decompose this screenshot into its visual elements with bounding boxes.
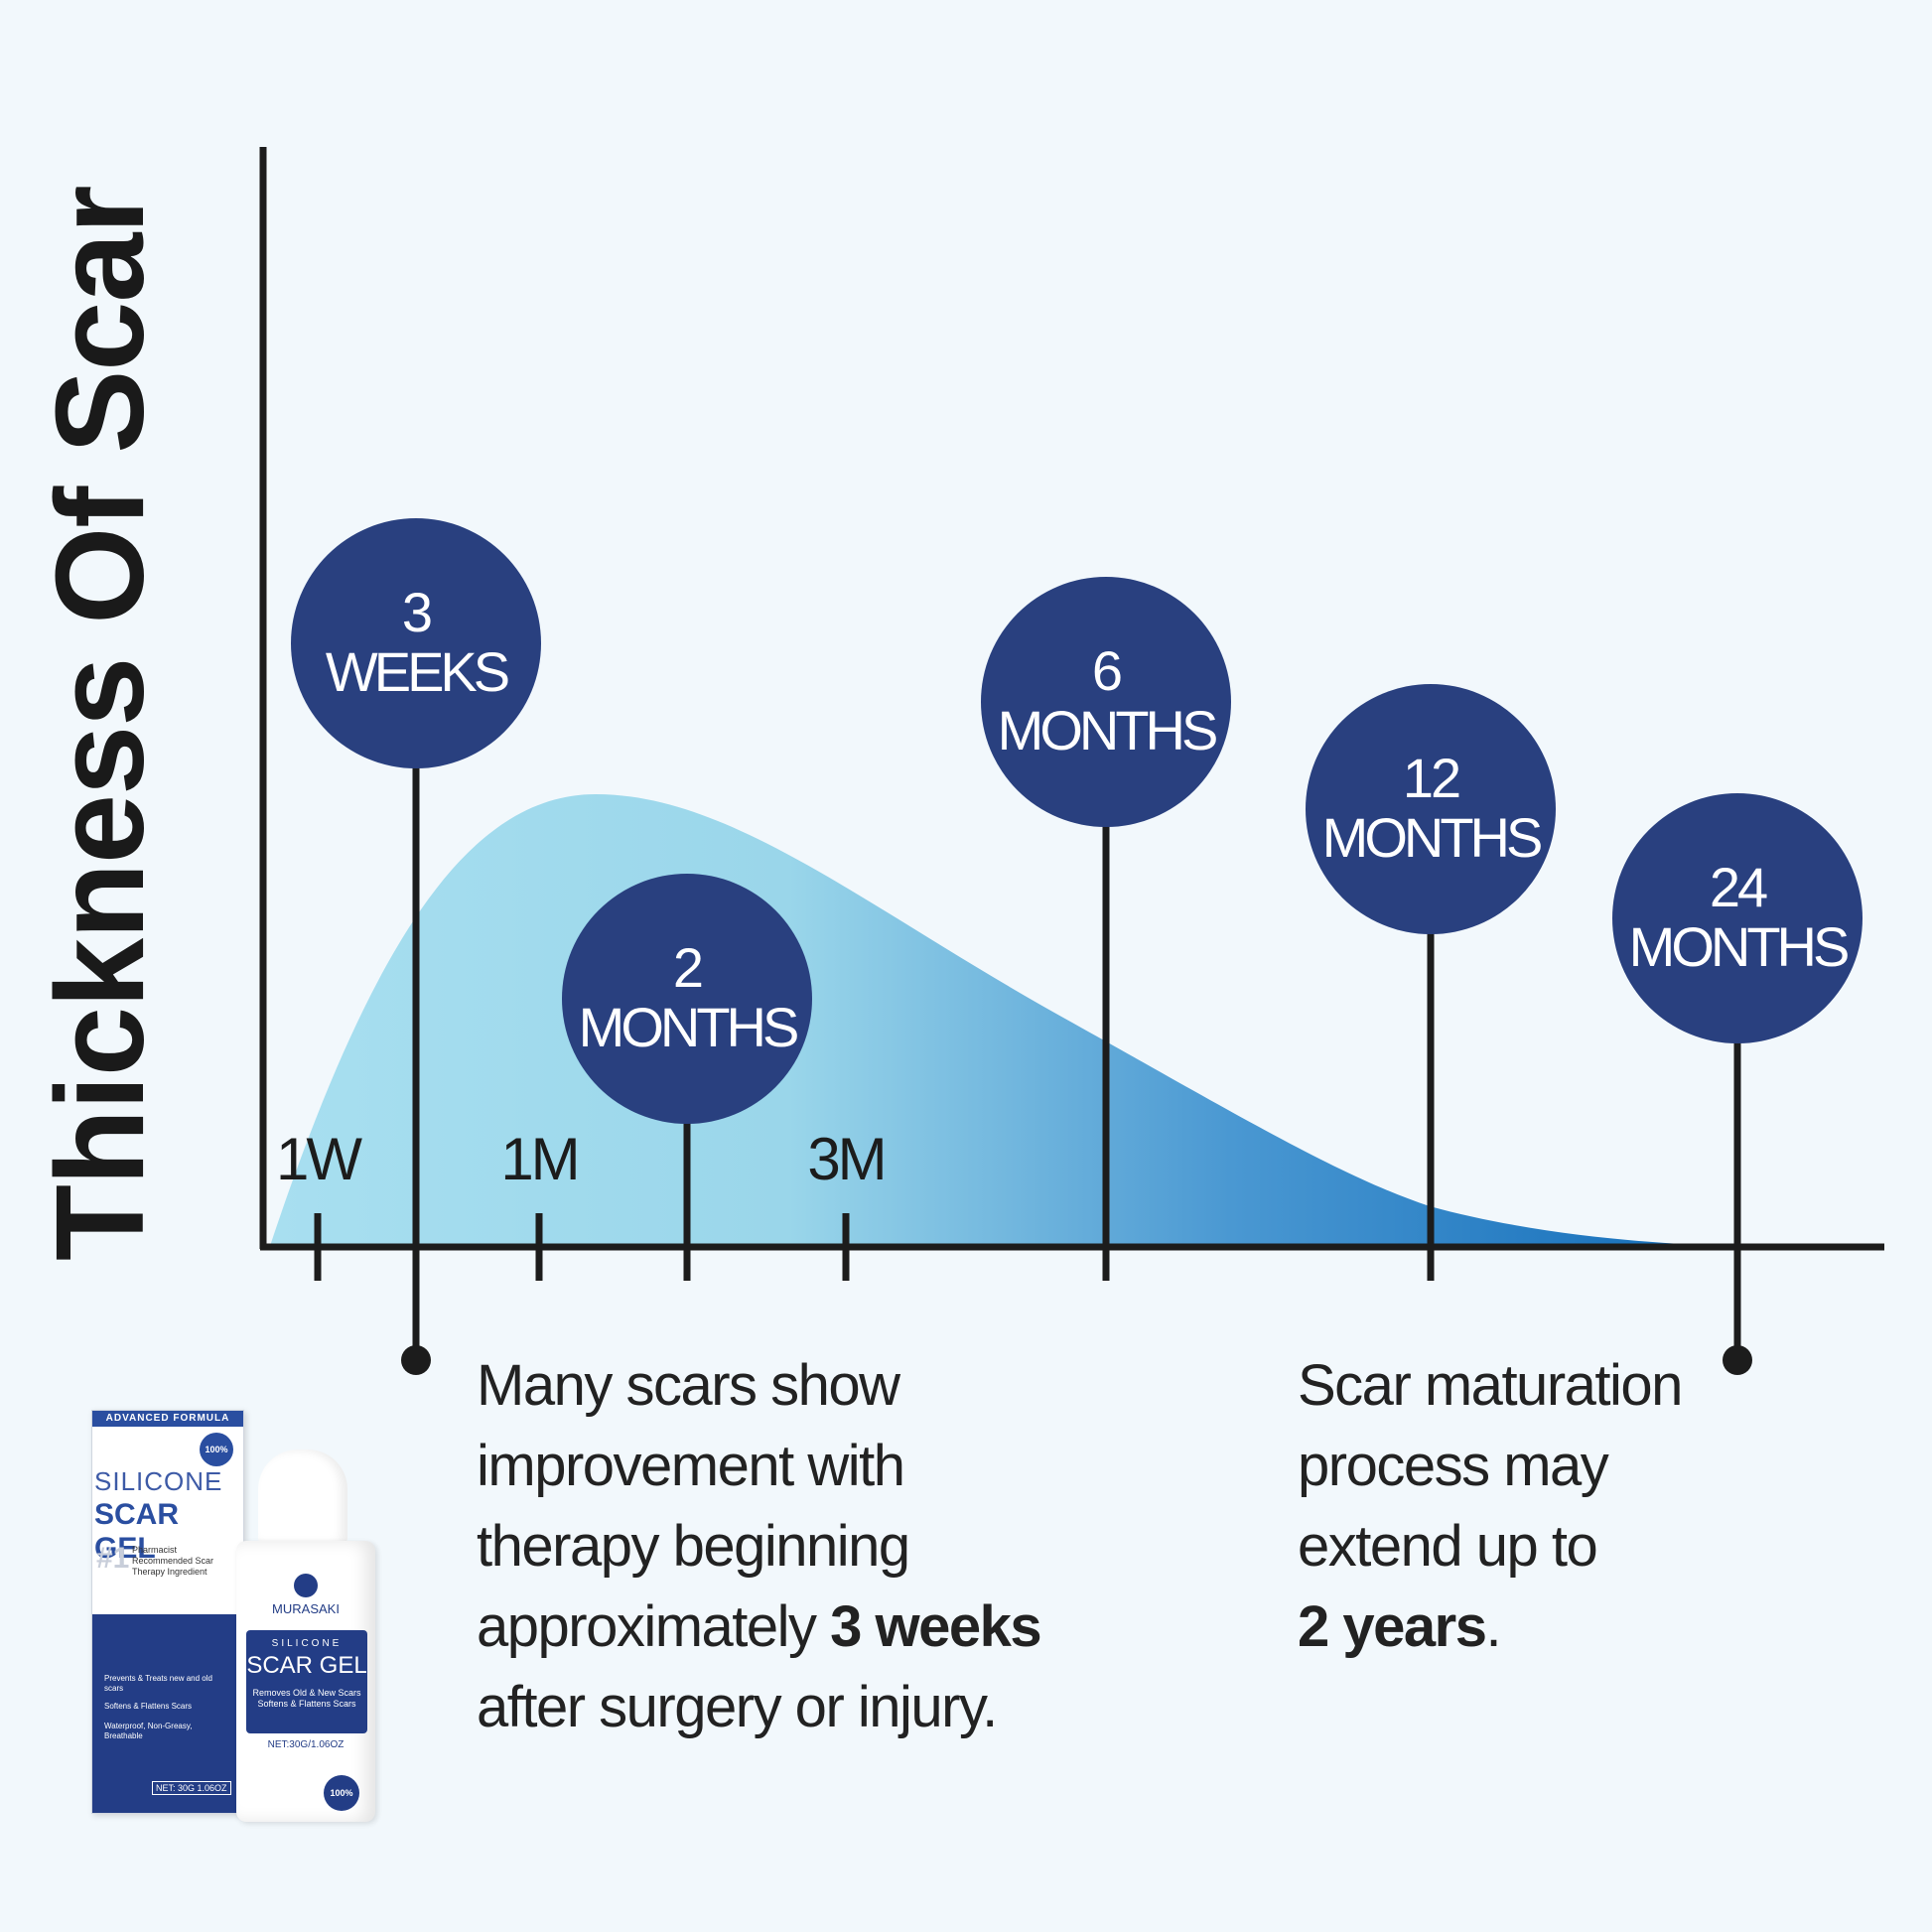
box-net: NET: 30G 1.06OZ (152, 1781, 231, 1795)
milestone-number: 24 (1710, 856, 1767, 918)
box-band: ADVANCED FORMULA (92, 1411, 243, 1427)
label-big: SCAR GEL (246, 1652, 367, 1679)
milestone-circle (291, 518, 541, 768)
note-left-bold: 3 weeks (830, 1594, 1042, 1659)
milestone-circle (1612, 793, 1863, 1043)
y-axis-label: Thickness Of Scar (30, 186, 170, 1262)
milestone-unit: MONTHS (1322, 806, 1541, 869)
milestone-unit: MONTHS (1629, 915, 1848, 978)
label-desc-2: Softens & Flattens Scars (257, 1699, 356, 1709)
product-image: ADVANCED FORMULA 100% SILICONE SCAR GEL … (91, 1410, 389, 1827)
note-left-line: improvement with (477, 1434, 905, 1498)
label-small: SILICONE (271, 1638, 343, 1649)
milestone-unit: MONTHS (998, 699, 1216, 761)
milestone-dot (401, 1345, 431, 1375)
milestone-number: 3 (402, 581, 431, 643)
note-left: Many scars show improvement with therapy… (477, 1345, 1042, 1747)
box-lower-panel: Prevents & Treats new and old scars Soft… (92, 1614, 243, 1813)
box-feature: Prevents & Treats new and old scars (104, 1674, 212, 1693)
box-rank: #1 (96, 1542, 130, 1575)
box-recommendation: Pharmacist Recommended Scar Therapy Ingr… (132, 1545, 214, 1577)
label-desc-1: Removes Old & New Scars (252, 1688, 361, 1698)
note-left-line: Many scars show (477, 1353, 900, 1418)
bottle-pump (258, 1449, 347, 1544)
milestone-unit: WEEKS (326, 640, 508, 703)
note-left-plain: approximately (477, 1594, 831, 1659)
box-title-silicone: SILICONE (94, 1466, 223, 1496)
note-right-end: . (1485, 1594, 1501, 1659)
x-tick-label: 1M (500, 1126, 577, 1192)
box-feature: Softens & Flattens Scars (104, 1702, 193, 1711)
milestone-number: 2 (673, 936, 702, 999)
milestone-number: 12 (1403, 747, 1459, 809)
box-title-scar-gel: SCAR GEL (94, 1498, 180, 1565)
milestone-dot (1723, 1345, 1752, 1375)
bottle-label: SILICONE SCAR GEL Removes Old & New Scar… (246, 1630, 367, 1733)
milestone-unit: MONTHS (579, 996, 797, 1058)
product-box: ADVANCED FORMULA 100% SILICONE SCAR GEL … (91, 1410, 244, 1814)
note-right: Scar maturation process may extend up to… (1298, 1345, 1683, 1667)
milestone-circle (1306, 684, 1556, 934)
note-right-line: 2 years. (1298, 1587, 1682, 1667)
note-left-line: therapy beginning (477, 1514, 910, 1579)
milestone-circle (562, 874, 812, 1124)
brand-icon (294, 1574, 318, 1597)
milestone-number: 6 (1092, 639, 1121, 702)
note-right-line: extend up to (1298, 1514, 1598, 1579)
x-tick-label: 1W (276, 1126, 362, 1192)
note-right-bold: 2 years (1298, 1594, 1487, 1659)
note-right-line: Scar maturation (1298, 1353, 1683, 1418)
note-left-line: after surgery or injury. (477, 1675, 998, 1739)
x-tick-label: 3M (807, 1126, 884, 1192)
box-badge: 100% (200, 1433, 233, 1466)
box-feature: Waterproof, Non-Greasy, Breathable (104, 1722, 193, 1740)
product-bottle: MURASAKI SILICONE SCAR GEL Removes Old &… (236, 1449, 375, 1822)
note-left-line: approximately 3 weeks (477, 1587, 1042, 1667)
brand-name: MURASAKI (272, 1601, 340, 1616)
bottle-badge: 100% (324, 1775, 359, 1811)
brand-logo: MURASAKI (266, 1574, 345, 1616)
bottle-net: NET:30G/1.06OZ (267, 1739, 345, 1750)
axes (259, 147, 1884, 1251)
note-right-line: process may (1298, 1434, 1609, 1498)
milestone-circle (981, 577, 1231, 827)
